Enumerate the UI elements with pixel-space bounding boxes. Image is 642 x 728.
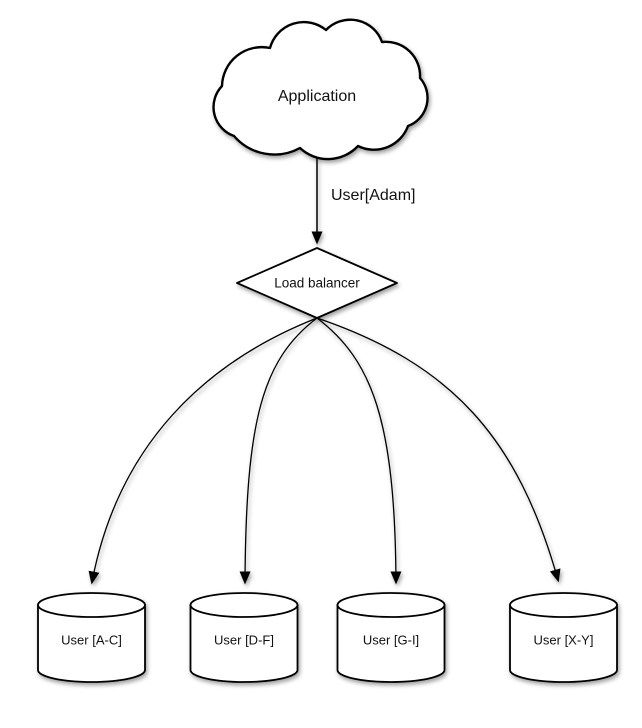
edge-loadbalancer-to-db1 bbox=[88, 317, 318, 585]
database-cylinder-2 bbox=[189, 592, 299, 683]
edge-loadbalancer-to-db2 bbox=[239, 317, 318, 585]
edge-loadbalancer-to-db3 bbox=[316, 317, 402, 585]
load-balancer-diamond-shape bbox=[236, 247, 398, 319]
database-cylinder-1 bbox=[37, 592, 146, 683]
database-2-label: User [D-F] bbox=[214, 632, 274, 647]
application-cloud-shape bbox=[212, 18, 429, 161]
load-balancer-label: Load balancer bbox=[274, 276, 360, 291]
database-cylinder-3 bbox=[336, 592, 446, 683]
database-3-label: User [G-I] bbox=[363, 632, 419, 647]
database-4-label: User [X-Y] bbox=[534, 632, 594, 647]
edge-loadbalancer-to-db4 bbox=[316, 317, 561, 583]
database-cylinder-4 bbox=[509, 592, 618, 683]
database-1-label: User [A-C] bbox=[61, 632, 122, 647]
application-label: Application bbox=[278, 88, 356, 105]
edge-user-adam-label: User[Adam] bbox=[331, 187, 415, 204]
